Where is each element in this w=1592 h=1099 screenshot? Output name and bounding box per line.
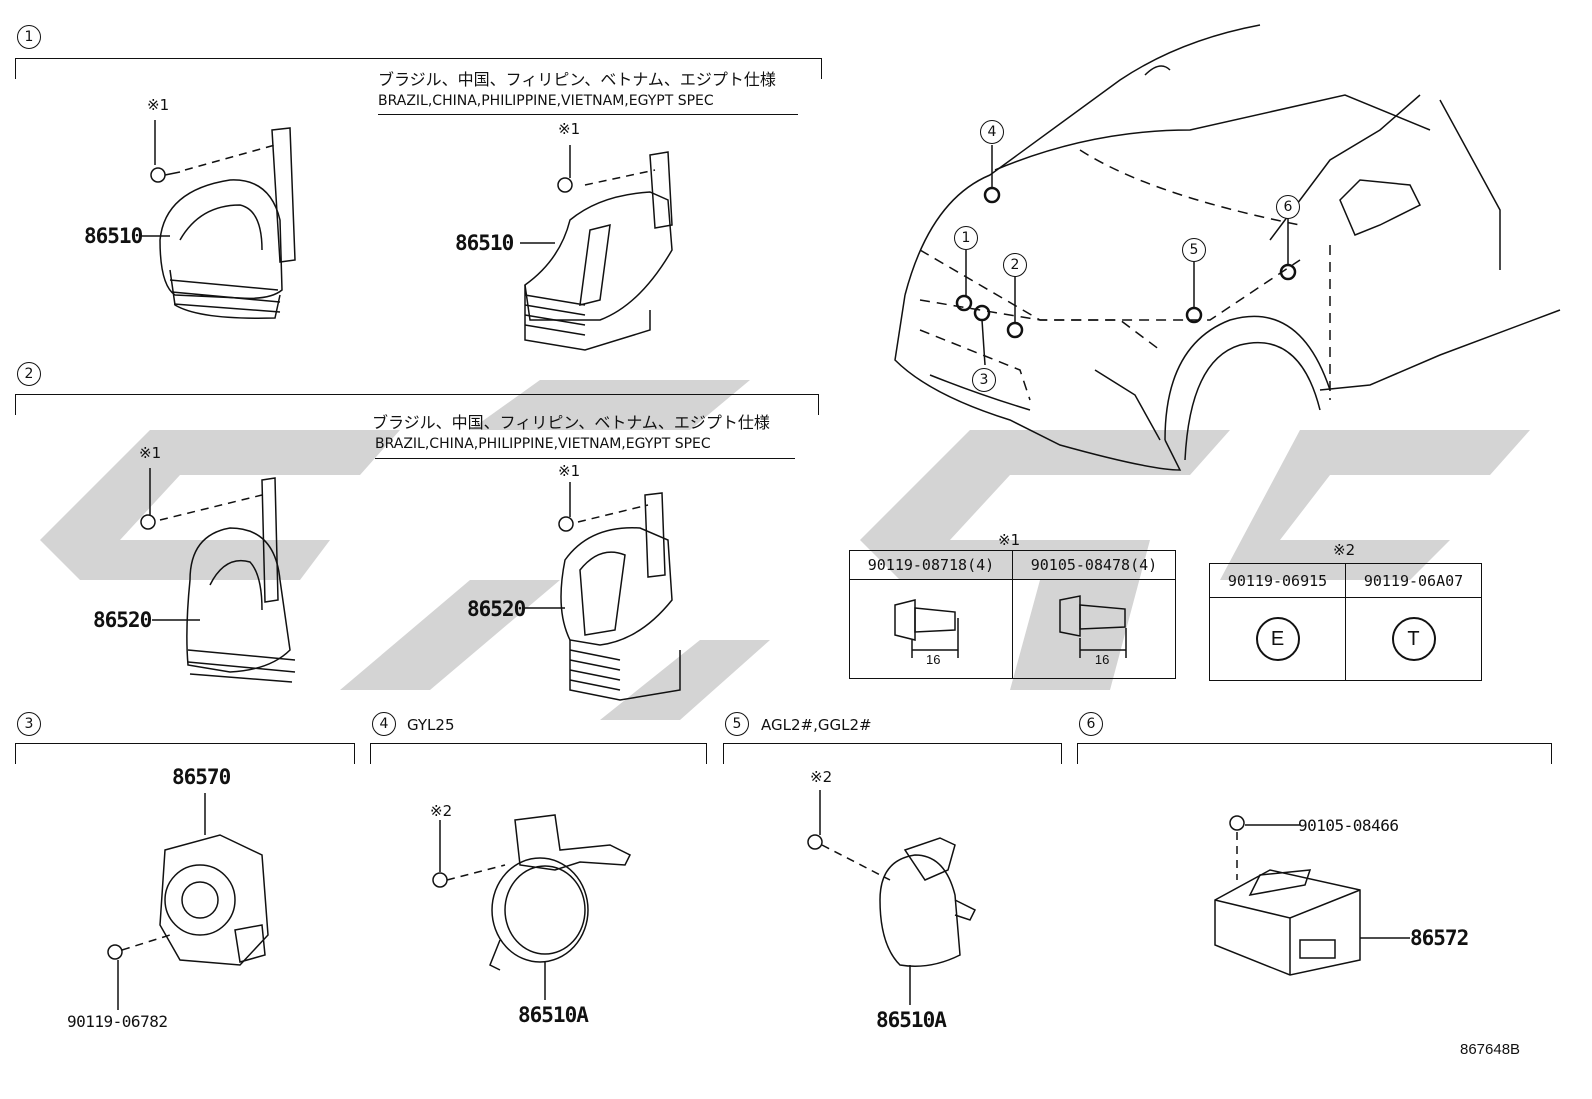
mark-1-d: ※1 bbox=[558, 462, 581, 480]
bolt-table-1: 90119-08718(4) 90105-08478(4) 16 16 bbox=[849, 550, 1177, 679]
section-bracket-3 bbox=[15, 743, 355, 764]
section-number-2: 2 bbox=[17, 362, 41, 386]
section-number-4: 4 bbox=[372, 712, 396, 736]
spec-note-en-2: BRAZIL,CHINA,PHILIPPINE,VIETNAM,EGYPT SP… bbox=[375, 436, 711, 452]
spec-note-en-1: BRAZIL,CHINA,PHILIPPINE,VIETNAM,EGYPT SP… bbox=[378, 93, 714, 109]
section-bracket-5 bbox=[723, 743, 1062, 764]
section-bracket-1 bbox=[15, 58, 822, 79]
bolt-table-2-col2: 90119-06A07 bbox=[1345, 563, 1482, 598]
bolt-table-1-col1: 90119-08718(4) bbox=[849, 550, 1013, 580]
section-4-note: GYL25 bbox=[407, 716, 455, 734]
part-number-86510a-section4[interactable]: 86510A bbox=[518, 1003, 589, 1027]
part-number-86572[interactable]: 86572 bbox=[1410, 926, 1469, 950]
bolt-table-2: 90119-06915 90119-06A07 E T bbox=[1209, 563, 1482, 681]
part-number-90119-06782[interactable]: 90119-06782 bbox=[67, 1012, 168, 1031]
car-location-6: 6 bbox=[1276, 195, 1300, 219]
part-number-86510-a[interactable]: 86510 bbox=[84, 224, 143, 248]
spec-note-jp-1: ブラジル、中国、フィリピン、ベトナム、エジプト仕様 bbox=[378, 70, 776, 89]
line-art bbox=[107, 24, 1561, 1010]
bolt-table-2-cell1: E bbox=[1209, 597, 1346, 681]
car-location-1: 1 bbox=[954, 226, 978, 250]
section-bracket-2 bbox=[15, 394, 819, 415]
illustration-id: 867648B bbox=[1460, 1041, 1521, 1058]
bolt-table-1-title: ※1 bbox=[998, 531, 1021, 549]
car-location-2: 2 bbox=[1003, 253, 1027, 277]
mark-2-a: ※2 bbox=[430, 802, 453, 820]
spec-underline-1 bbox=[378, 114, 798, 115]
bolt-dim-2: 16 bbox=[1094, 652, 1110, 667]
section-number-1: 1 bbox=[17, 25, 41, 49]
part-number-86520-b[interactable]: 86520 bbox=[467, 597, 526, 621]
part-number-90105-08466[interactable]: 90105-08466 bbox=[1298, 816, 1399, 835]
car-location-4: 4 bbox=[980, 120, 1004, 144]
section-number-3: 3 bbox=[17, 712, 41, 736]
bolt-table-2-col1: 90119-06915 bbox=[1209, 563, 1346, 598]
bolt-head-e-icon: E bbox=[1255, 617, 1300, 661]
bolt-table-1-cell2: 16 bbox=[1011, 579, 1177, 679]
section-bracket-6 bbox=[1077, 743, 1552, 764]
mark-1-a: ※1 bbox=[147, 96, 170, 114]
mark-1-b: ※1 bbox=[558, 120, 581, 138]
bolt-dim-1: 16 bbox=[926, 652, 941, 667]
mark-2-b: ※2 bbox=[810, 768, 833, 786]
bolt-head-t-icon: T bbox=[1391, 617, 1436, 661]
section-number-6: 6 bbox=[1079, 712, 1103, 736]
bolt-table-2-title: ※2 bbox=[1333, 541, 1356, 559]
spec-note-jp-2: ブラジル、中国、フィリピン、ベトナム、エジプト仕様 bbox=[372, 413, 770, 432]
bolt-table-1-cell1: 16 bbox=[849, 579, 1013, 679]
part-number-86520-a[interactable]: 86520 bbox=[93, 608, 152, 632]
section-5-note: AGL2#,GGL2# bbox=[761, 716, 872, 734]
section-number-5: 5 bbox=[725, 712, 749, 736]
car-location-5: 5 bbox=[1182, 238, 1206, 262]
part-number-86510a-section5[interactable]: 86510A bbox=[876, 1008, 947, 1032]
section-bracket-4 bbox=[370, 743, 707, 764]
mark-1-c: ※1 bbox=[139, 444, 162, 462]
part-number-86570[interactable]: 86570 bbox=[172, 765, 231, 789]
spec-underline-2 bbox=[375, 458, 795, 459]
bolt-table-1-col2: 90105-08478(4) bbox=[1011, 550, 1177, 580]
car-location-3: 3 bbox=[972, 368, 996, 392]
part-number-86510-b[interactable]: 86510 bbox=[455, 231, 514, 255]
bolt-table-2-cell2: T bbox=[1345, 597, 1482, 681]
